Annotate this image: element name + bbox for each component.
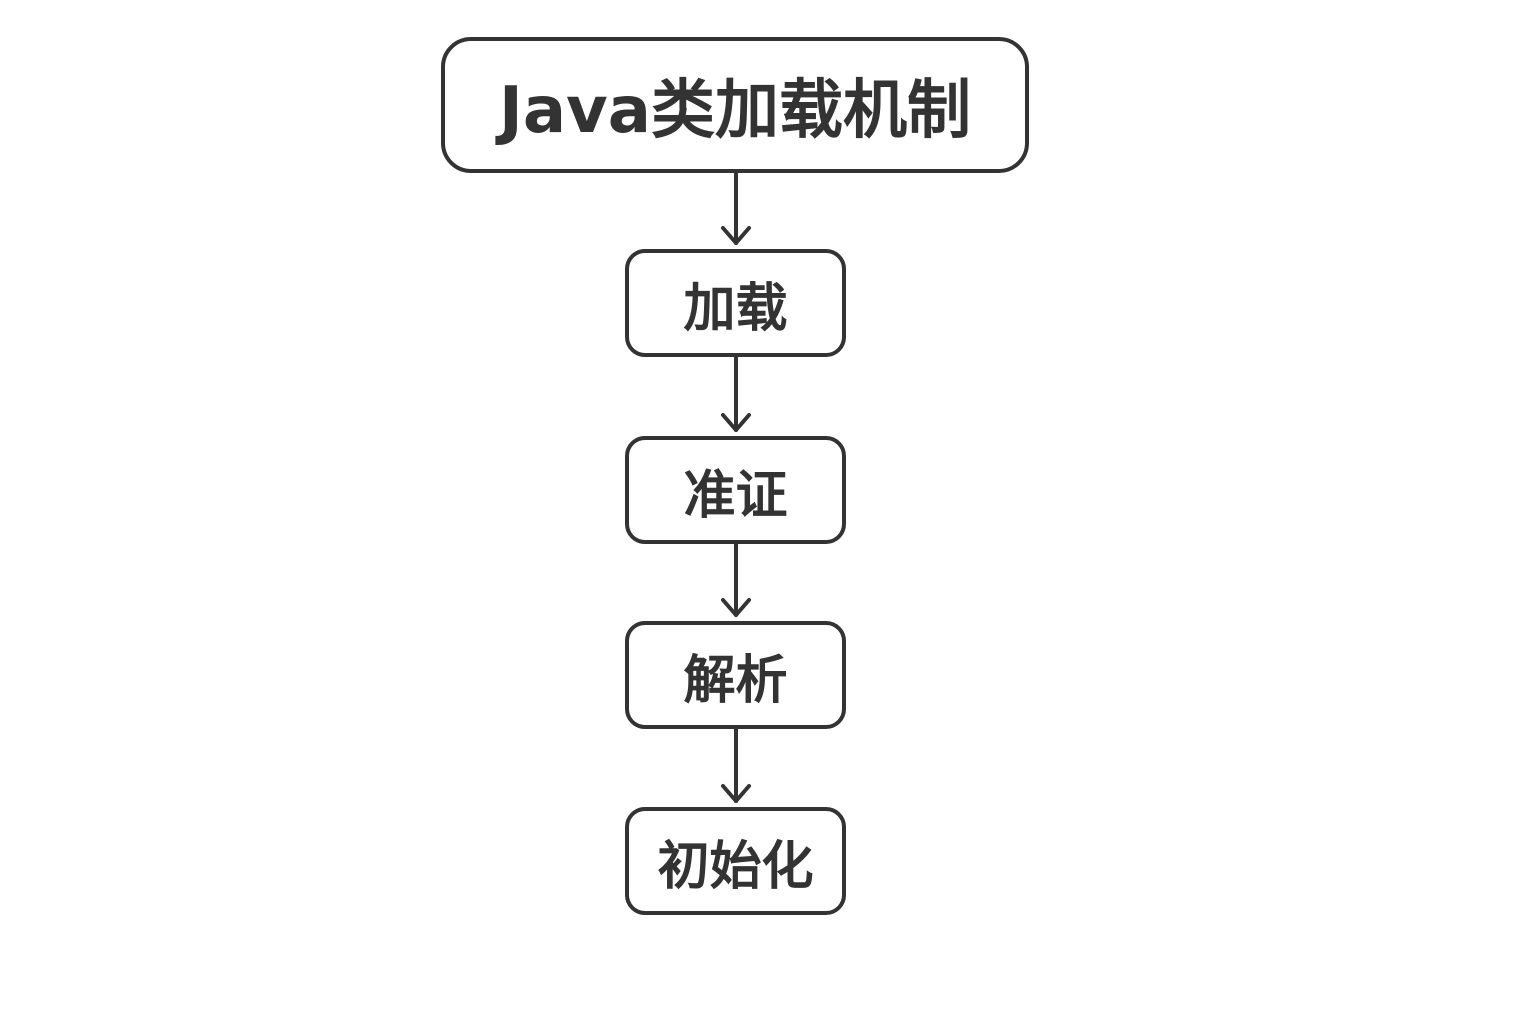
arrow-resolve-to-init (721, 727, 751, 803)
root-node-label: Java类加载机制 (499, 74, 971, 148)
step-node-label: 加载 (683, 278, 788, 339)
step-node-label: 初始化 (657, 836, 814, 897)
arrow-load-to-verify (721, 355, 751, 432)
arrow-verify-to-resolve (721, 542, 751, 617)
root-node: Java类加载机制 (441, 37, 1029, 173)
step-node-verify: 准证 (625, 436, 846, 544)
arrow-root-to-load (721, 171, 751, 245)
step-node-resolve: 解析 (625, 621, 846, 729)
step-node-label: 解析 (683, 650, 788, 711)
step-node-label: 准证 (683, 465, 788, 526)
step-node-init: 初始化 (625, 807, 846, 915)
step-node-load: 加载 (625, 249, 846, 357)
